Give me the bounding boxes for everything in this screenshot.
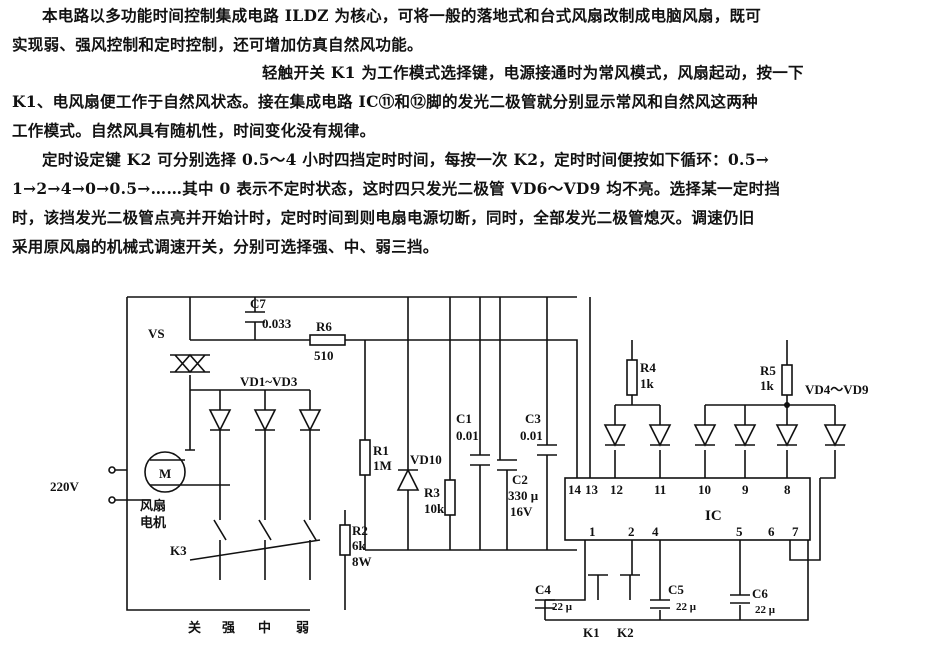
text-line: 本电路以多功能时间控制集成电路 ILDZ 为核心，可将一般的落地式和台式风扇改制… xyxy=(42,6,762,25)
resistor-r3 xyxy=(444,479,456,516)
text-line: 轻触开关 K1 为工作模式选择键，电源接通时为常风模式，风扇起动，按一下 xyxy=(262,63,804,82)
label-fan: 风扇 xyxy=(140,498,166,513)
label-vd4-vd9: VD4～VD9 xyxy=(805,382,869,397)
label-c4: C4 xyxy=(535,582,551,597)
switches xyxy=(189,519,640,576)
label-c1-value: 0.01 xyxy=(456,428,479,443)
label-k2: K2 xyxy=(617,625,634,640)
label-c5: C5 xyxy=(668,582,684,597)
label-vd10: VD10 xyxy=(410,452,442,467)
label-r4: R4 xyxy=(640,360,656,375)
label-r1: R1 xyxy=(373,443,389,458)
label-vs: VS xyxy=(148,326,165,341)
label-220v: 220V xyxy=(50,479,80,494)
label-r5-value: 1k xyxy=(760,378,775,393)
pin-9: 9 xyxy=(742,482,749,497)
label-r2: R2 xyxy=(352,523,368,538)
label-c6: C6 xyxy=(752,586,768,601)
resistor-r5 xyxy=(781,364,793,396)
pin-12: 12 xyxy=(610,482,623,497)
diodes xyxy=(208,409,847,491)
label-c5-value: 22 μ xyxy=(676,601,697,613)
terminal xyxy=(108,466,116,474)
label-weak: 弱 xyxy=(296,620,309,635)
pin-7: 7 xyxy=(792,524,799,539)
label-c3-value: 0.01 xyxy=(520,428,543,443)
label-c2: C2 xyxy=(512,472,528,487)
text-line: 1→2→4→0→0.5→……其中 0 表示不定时状态，这时四只发光二极管 VD6… xyxy=(12,179,781,198)
label-c2-value: 330 μ xyxy=(508,488,539,503)
label-c4-value: 22 μ xyxy=(552,601,573,613)
capacitors xyxy=(470,444,750,609)
label-r5: R5 xyxy=(760,363,776,378)
label-strong: 强 xyxy=(222,620,235,635)
pin-14: 14 xyxy=(568,482,582,497)
label-c7-value: 0.033 xyxy=(262,316,292,331)
label-r1-value: 1M xyxy=(373,458,392,473)
pin-10: 10 xyxy=(698,482,711,497)
label-r2-watt: 8W xyxy=(352,554,372,569)
text-line: 采用原风扇的机械式调速开关，分别可选择强、中、弱三挡。 xyxy=(12,237,439,256)
label-r3-value: 10k xyxy=(424,501,445,516)
label-r3: R3 xyxy=(424,485,440,500)
label-motor-cn: 电机 xyxy=(140,515,166,530)
pin-2: 2 xyxy=(628,524,635,539)
resistor-r6 xyxy=(309,334,346,346)
terminal xyxy=(108,496,116,504)
pin-5: 5 xyxy=(736,524,743,539)
label-vd1-vd3: VD1~VD3 xyxy=(240,374,298,389)
triac-vs xyxy=(170,353,210,374)
capacitor-c7 xyxy=(245,311,265,323)
label-r6-value: 510 xyxy=(314,348,334,363)
label-c7: C7 xyxy=(250,296,266,311)
label-k3: K3 xyxy=(170,543,187,558)
junction xyxy=(784,402,790,408)
pin-4: 4 xyxy=(652,524,659,539)
label-c1: C1 xyxy=(456,411,472,426)
resistor-r1 xyxy=(359,439,371,476)
text-line: 工作模式。自然风具有随机性，时间变化没有规律。 xyxy=(12,121,376,140)
motor-symbol xyxy=(144,451,186,493)
label-motor: M xyxy=(159,466,171,481)
text-line: 定时设定键 K2 可分别选择 0.5～4 小时四挡定时时间，每按一次 K2，定时… xyxy=(42,150,770,169)
label-mid: 中 xyxy=(258,620,271,635)
wires xyxy=(115,296,836,621)
label-r6: R6 xyxy=(316,319,332,334)
label-r4-value: 1k xyxy=(640,376,655,391)
label-c6-value: 22 μ xyxy=(755,604,776,616)
label-c2-voltage: 16V xyxy=(510,504,533,519)
pin-1: 1 xyxy=(589,524,596,539)
pin-13: 13 xyxy=(585,482,599,497)
label-c3: C3 xyxy=(525,411,541,426)
text-line: K1、电风扇便工作于自然风状态。接在集成电路 IC⑪和⑫脚的发光二极管就分别显示… xyxy=(12,92,758,111)
label-k1: K1 xyxy=(583,625,600,640)
text-line: 时，该挡发光二极管点亮并开始计时，定时时间到则电扇电源切断，同时，全部发光二极管… xyxy=(12,208,755,227)
text-line: 实现弱、强风控制和定时控制，还可增加仿真自然风功能。 xyxy=(12,35,423,54)
resistor-r2 xyxy=(339,524,351,556)
label-off: 关 xyxy=(188,620,201,635)
label-ic: IC xyxy=(705,508,722,524)
label-r2-value: 6k xyxy=(352,538,367,553)
resistor-r4 xyxy=(626,359,638,396)
ic-chip xyxy=(564,477,811,541)
pin-6: 6 xyxy=(768,524,775,539)
pin-8: 8 xyxy=(784,482,791,497)
pin-11: 11 xyxy=(654,482,666,497)
